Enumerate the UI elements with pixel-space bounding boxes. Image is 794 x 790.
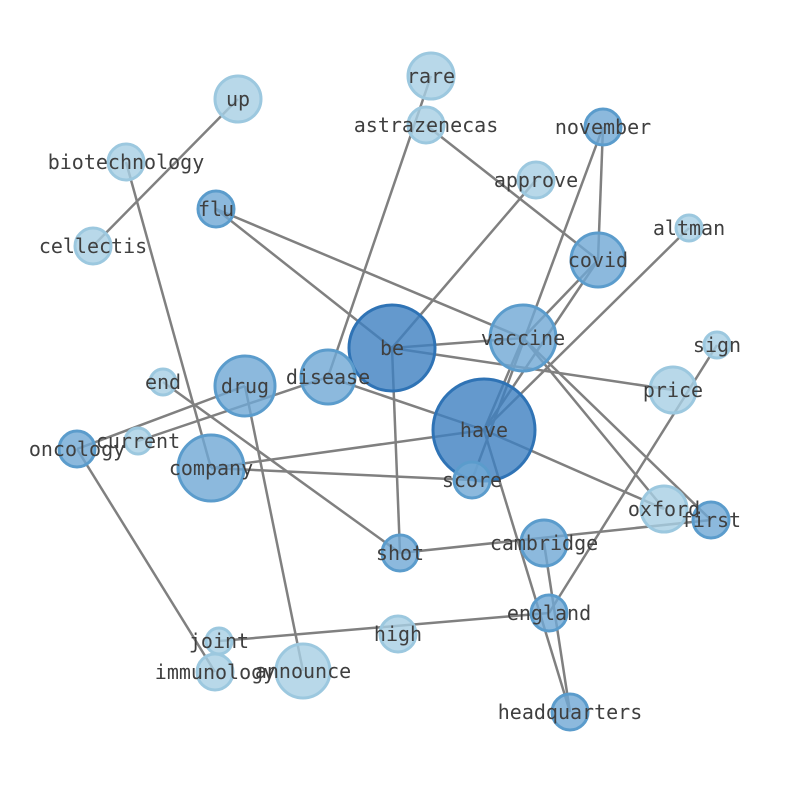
- node-label-up: up: [226, 87, 250, 111]
- node-label-oncology: oncology: [29, 437, 125, 461]
- node-cellectis[interactable]: [73, 226, 113, 266]
- edge-up-cellectis: [92, 98, 239, 247]
- node-be[interactable]: [347, 303, 437, 393]
- node-label-cambridge: cambridge: [490, 531, 598, 555]
- node-oxford[interactable]: [639, 484, 689, 534]
- edge-vaccine-first: [522, 337, 712, 521]
- node-end[interactable]: [148, 367, 178, 397]
- edge-end-shot: [162, 380, 401, 555]
- edge-drug-announce: [243, 385, 305, 672]
- node-november[interactable]: [583, 107, 623, 147]
- node-label-biotechnology: biotechnology: [48, 150, 205, 174]
- node-label-be: be: [380, 336, 404, 360]
- node-england[interactable]: [529, 593, 569, 633]
- node-label-drug: drug: [221, 374, 269, 398]
- node-label-rare: rare: [407, 64, 455, 88]
- nodes-layer: [57, 51, 732, 732]
- edge-oncology-immunology: [75, 448, 217, 673]
- node-score[interactable]: [452, 460, 492, 500]
- node-covid[interactable]: [569, 231, 627, 289]
- node-label-joint: joint: [189, 629, 249, 653]
- node-label-have: have: [460, 418, 508, 442]
- node-up[interactable]: [213, 74, 263, 124]
- node-rare[interactable]: [406, 51, 456, 101]
- node-label-headquarters: headquarters: [498, 700, 643, 724]
- node-high[interactable]: [378, 614, 418, 654]
- node-label-england: england: [507, 601, 591, 625]
- node-label-high: high: [374, 622, 422, 646]
- node-disease[interactable]: [299, 348, 357, 406]
- edge-flu-vaccine: [215, 207, 524, 340]
- node-label-first: first: [681, 508, 741, 532]
- node-flu[interactable]: [196, 189, 236, 229]
- node-label-covid: covid: [568, 248, 628, 272]
- edge-company-score: [210, 466, 473, 482]
- node-label-announce: announce: [255, 659, 351, 683]
- node-label-oxford: oxford: [628, 497, 700, 521]
- node-label-approve: approve: [494, 168, 578, 192]
- node-label-immunology: immunology: [155, 660, 275, 684]
- node-cambridge[interactable]: [519, 518, 569, 568]
- node-label-cellectis: cellectis: [39, 234, 147, 258]
- node-first[interactable]: [691, 500, 731, 540]
- edge-astrazenecas-covid: [425, 124, 599, 261]
- node-label-current: current: [96, 429, 180, 453]
- node-label-end: end: [145, 370, 181, 394]
- edge-biotechnology-company: [124, 161, 213, 469]
- node-approve[interactable]: [516, 160, 556, 200]
- node-oncology[interactable]: [57, 429, 97, 469]
- node-label-flu: flu: [198, 197, 234, 221]
- node-vaccine[interactable]: [488, 303, 558, 373]
- node-shot[interactable]: [380, 533, 420, 573]
- node-label-sign: sign: [693, 333, 741, 357]
- node-price[interactable]: [648, 365, 698, 415]
- node-label-vaccine: vaccine: [481, 326, 565, 350]
- node-label-altman: altman: [653, 216, 725, 240]
- node-label-disease: disease: [286, 365, 370, 389]
- node-label-november: november: [555, 115, 651, 139]
- node-drug[interactable]: [213, 354, 277, 418]
- node-sign[interactable]: [702, 330, 732, 360]
- labels-layer: up rare astrazenecas november biotechnology a…: [29, 64, 741, 724]
- node-altman[interactable]: [674, 213, 704, 243]
- node-immunology[interactable]: [195, 652, 235, 692]
- node-announce[interactable]: [274, 642, 332, 700]
- node-biotechnology[interactable]: [106, 142, 146, 182]
- node-label-astrazenecas: astrazenecas: [354, 113, 499, 137]
- node-astrazenecas[interactable]: [406, 105, 446, 145]
- node-label-company: company: [169, 456, 253, 480]
- node-label-price: price: [643, 378, 703, 402]
- node-headquarters[interactable]: [550, 692, 590, 732]
- node-label-score: score: [442, 468, 502, 492]
- node-current[interactable]: [123, 426, 153, 456]
- edge-vaccine-oxford: [522, 337, 665, 510]
- node-company[interactable]: [176, 433, 246, 503]
- node-label-shot: shot: [376, 541, 424, 565]
